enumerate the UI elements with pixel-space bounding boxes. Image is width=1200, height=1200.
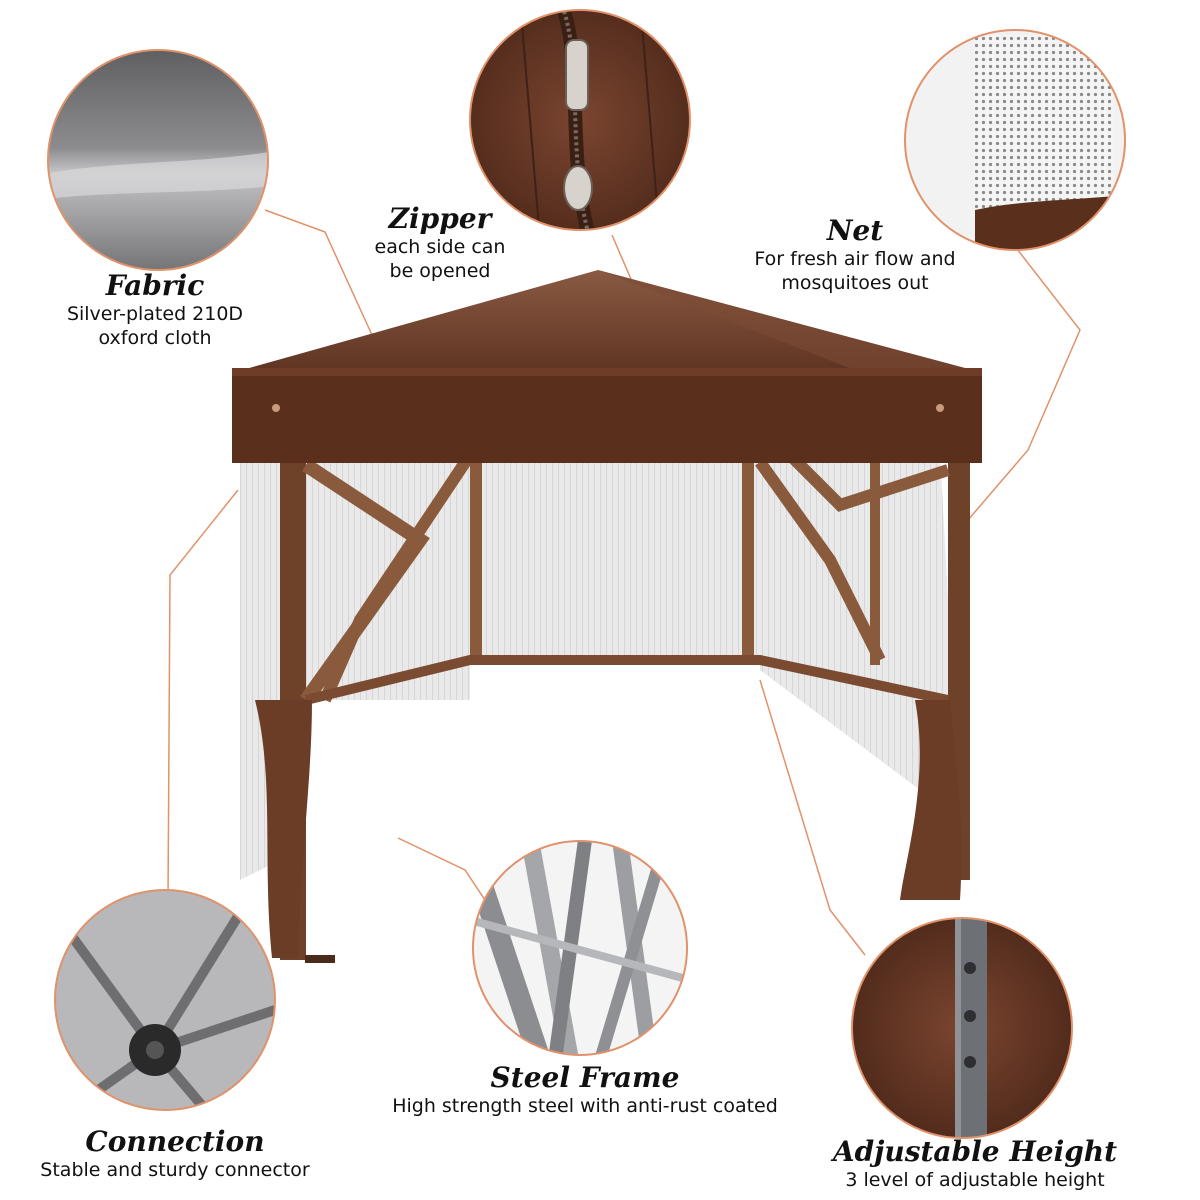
gazebo-image [232, 270, 982, 963]
leader-lines [167, 209, 1081, 956]
zipper-desc: each side can be opened [374, 236, 506, 282]
net-callout: Net For fresh air flow and mosquitoes ou… [720, 215, 990, 295]
adjustable-height-inset [851, 917, 1073, 1139]
connection-desc: Stable and sturdy connector [40, 1159, 310, 1181]
net-title: Net [826, 214, 884, 247]
steel-frame-callout: Steel Frame High strength steel with ant… [350, 1062, 820, 1118]
fabric-title: Fabric [105, 269, 205, 302]
fabric-inset [47, 49, 269, 271]
adjustable-height-title: Adjustable Height [832, 1135, 1118, 1168]
zipper-callout: Zipper each side can be opened [330, 203, 550, 283]
net-desc: For fresh air flow and mosquitoes out [754, 248, 956, 294]
steel-frame-desc: High strength steel with anti-rust coate… [392, 1095, 778, 1117]
zipper-title: Zipper [388, 202, 492, 235]
connection-callout: Connection Stable and sturdy connector [10, 1126, 340, 1182]
connection-inset [54, 889, 276, 1111]
net-inset [904, 29, 1126, 251]
steel-frame-title: Steel Frame [490, 1061, 680, 1094]
fabric-desc: Silver-plated 210D oxford cloth [66, 303, 244, 349]
adjustable-height-desc: 3 level of adjustable height [845, 1169, 1105, 1191]
fabric-callout: Fabric Silver-plated 210D oxford cloth [30, 270, 280, 350]
steel-frame-inset [472, 840, 688, 1056]
zipper-inset [469, 9, 691, 231]
adjustable-height-callout: Adjustable Height 3 level of adjustable … [815, 1136, 1135, 1192]
connection-title: Connection [85, 1125, 265, 1158]
